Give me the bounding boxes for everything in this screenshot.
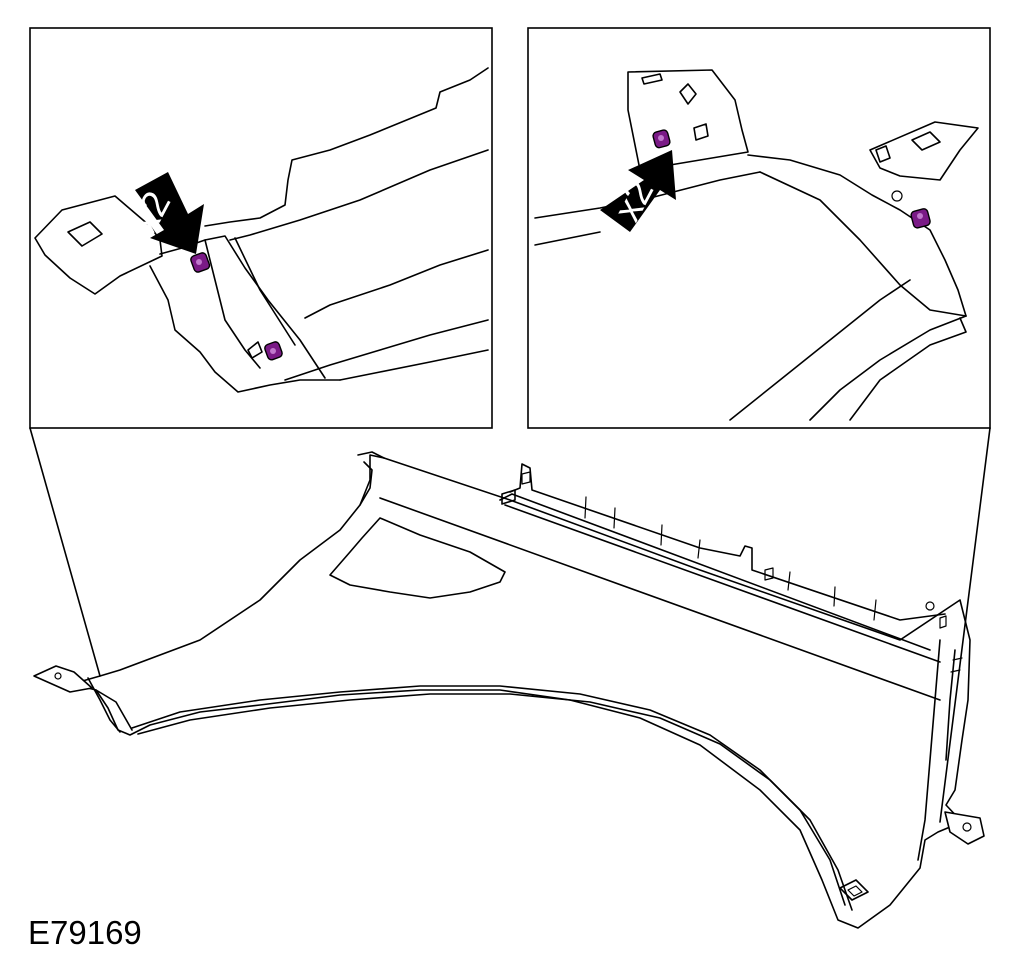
- front-left-tab: [33, 665, 93, 693]
- left-lower-nut: [264, 341, 283, 361]
- right-side-nut: [910, 208, 931, 229]
- left-upper-nut: [190, 252, 211, 273]
- right-upper-nut: [652, 129, 671, 149]
- right-detail-view: x2: [527, 27, 991, 429]
- rear-diamond-mount: [839, 879, 869, 901]
- detail-leader-lines: [29, 427, 991, 823]
- right-detail-frame: [527, 27, 991, 429]
- left-detail-view: x2: [29, 27, 493, 429]
- left-callout-arrow: x2: [123, 172, 204, 254]
- right-side-bracket: [869, 121, 979, 181]
- rear-lower-tab: [944, 811, 985, 845]
- left-mounting-bracket: [34, 195, 163, 295]
- left-bracket-slot: [67, 221, 103, 247]
- headlamp-recess: [329, 517, 506, 599]
- figure-reference-code: E79169: [28, 914, 142, 951]
- fender-panel: [33, 451, 985, 929]
